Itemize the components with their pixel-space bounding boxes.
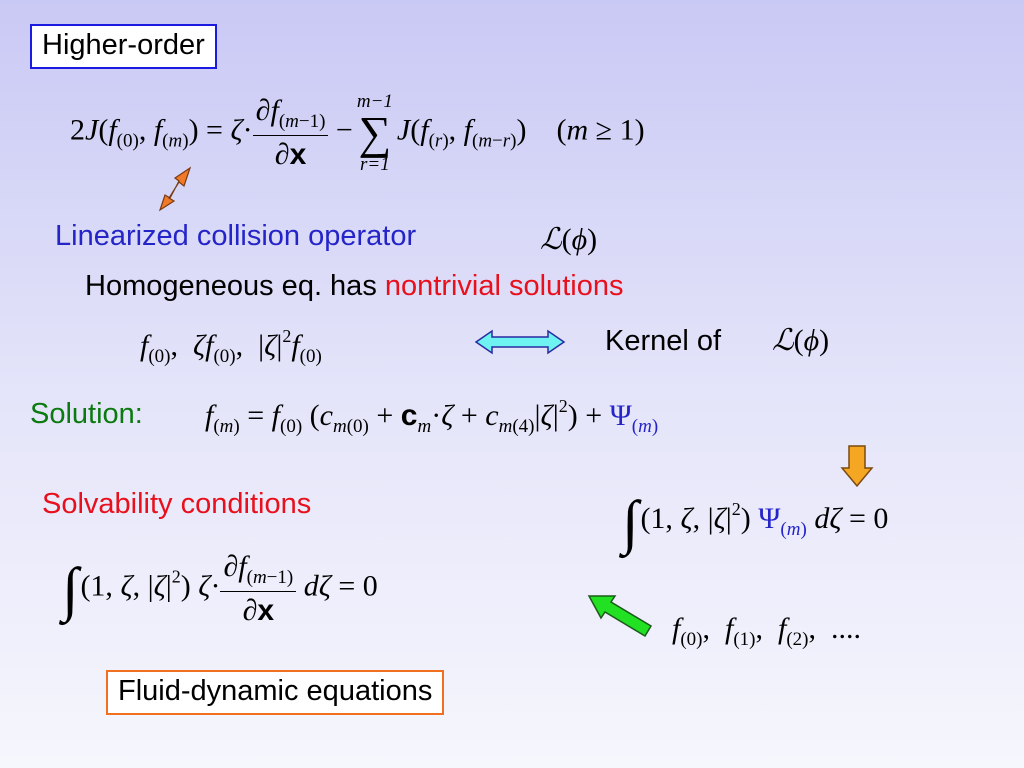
solution-label: Solution:	[30, 398, 143, 431]
solvability-text: Solvability conditions	[42, 488, 312, 520]
fluid-dynamic-box: Fluid-dynamic equations	[106, 670, 445, 715]
kernel-of-text: Kernel of	[605, 325, 722, 357]
solution-text: Solution:	[30, 398, 143, 430]
solution-equation: f(m) = f(0) (cm(0) + cm·ζ + cm(4)|ζ|2) +…	[205, 396, 659, 437]
ellipsis: ....	[831, 612, 861, 645]
solvability-integral-equation: ∫(1, ζ, |ζ|2) ζ·∂f(m−1)∂x dζ = 0	[62, 550, 378, 627]
homogeneous-line: Homogeneous eq. has nontrivial solutions	[85, 270, 623, 303]
linearized-label: Linearized collision operator	[55, 220, 416, 253]
operator-l-phi: ℒ(ϕ)	[540, 223, 598, 256]
left-arrow-green-icon	[587, 595, 653, 638]
psi-integral-equation: ∫(1, ζ, |ζ|2) Ψ(m) dζ = 0	[622, 489, 889, 555]
solvability-label: Solvability conditions	[42, 488, 311, 521]
slide-title-text: Higher-order	[42, 29, 205, 61]
nontrivial-solutions-text: nontrivial solutions	[384, 270, 624, 302]
fluid-dynamic-text: Fluid-dynamic equations	[118, 675, 433, 707]
double-arrow-orange-icon	[158, 166, 192, 212]
double-arrow-cyan-icon	[474, 329, 566, 355]
kernel-of-label: Kernel of	[605, 325, 721, 358]
kernel-operator: ℒ(ϕ)	[772, 324, 830, 357]
homogeneous-text: Homogeneous eq. has	[85, 270, 385, 302]
linearized-text: Linearized collision operator	[55, 220, 417, 252]
down-arrow-orange-icon	[840, 445, 874, 488]
slide-title: Higher-order	[30, 24, 217, 69]
kernel-functions: f(0), ζf(0), |ζ|2f(0)	[140, 326, 322, 367]
f-sequence: f(0), f(1), f(2), ....	[672, 612, 861, 650]
